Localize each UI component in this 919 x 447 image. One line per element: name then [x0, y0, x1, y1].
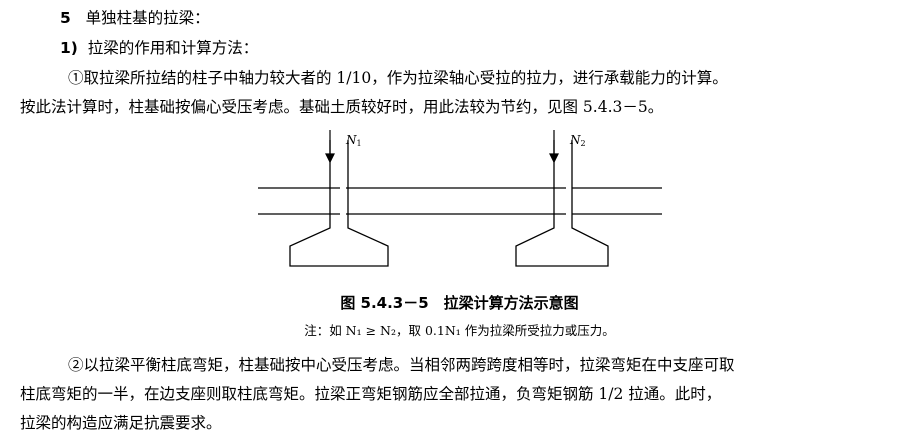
figure-caption: 图 5.4.3－5 拉梁计算方法示意图	[340, 294, 579, 312]
subsection-title: 拉梁的作用和计算方法：	[87, 39, 259, 57]
subsection-heading: 1) 拉梁的作用和计算方法：	[60, 38, 258, 58]
left-column-footing	[289, 140, 389, 267]
load-arrowhead-right	[549, 153, 559, 164]
paragraph1-line1: ①取拉梁所拉结的柱子中轴力较大者的 1/10，作为拉梁轴心受拉的拉力，进行承载能…	[68, 69, 728, 87]
figure-note: 注：如 N₁ ≥ N₂，取 0.1N₁ 作为拉梁所受拉力或压力。	[304, 323, 615, 338]
load-label-left: N1	[345, 133, 362, 148]
section-number: 5	[60, 9, 71, 27]
subsection-number: 1)	[60, 39, 78, 57]
section-heading: 5 单独柱基的拉梁：	[60, 8, 210, 28]
right-column-footing	[515, 140, 609, 267]
paragraph2-line3: 拉梁的构造应满足抗震要求。	[20, 414, 222, 432]
paragraph2-line1: ②以拉梁平衡柱底弯矩，柱基础按中心受压考虑。当相邻两跨跨度相等时，拉梁弯矩在中支…	[68, 356, 735, 374]
tie-beam-diagram: N1 N2	[258, 130, 662, 267]
paragraph2-line2: 柱底弯矩的一半，在边支座则取柱底弯矩。拉梁正弯矩钢筋应全部拉通，负弯矩钢筋 1/…	[20, 385, 722, 403]
paragraph1-line2: 按此法计算时，柱基础按偏心受压考虑。基础土质较好时，用此法较为节约，见图 5.4…	[20, 98, 664, 116]
load-arrowhead-left	[325, 153, 335, 164]
load-label-right: N2	[569, 133, 586, 148]
section-title: 单独柱基的拉梁：	[85, 9, 210, 27]
